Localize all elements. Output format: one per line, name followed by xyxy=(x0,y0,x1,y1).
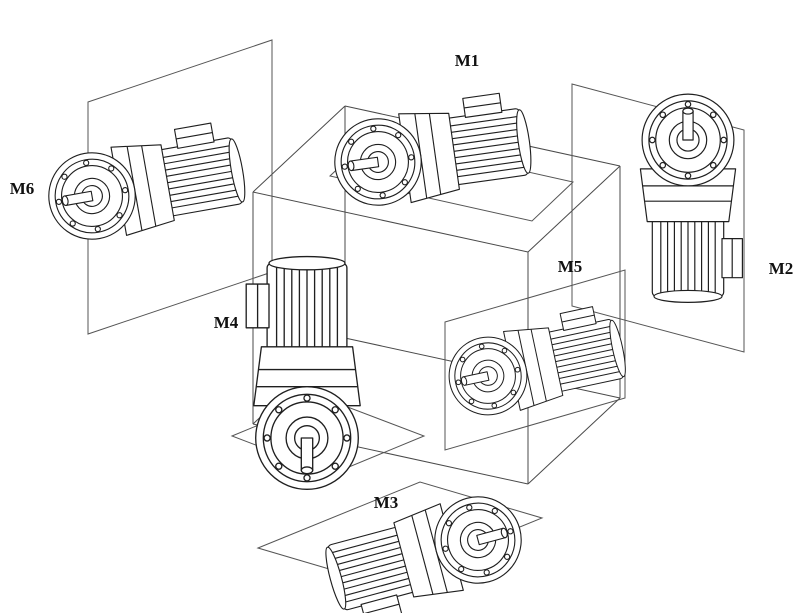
gearmotor-m3 xyxy=(318,484,534,613)
mounting-plane-m5 xyxy=(444,269,626,451)
label-m1: M1 xyxy=(455,51,480,70)
label-m2: M2 xyxy=(769,259,794,278)
gearmotor-m1 xyxy=(327,89,537,213)
label-m4: M4 xyxy=(214,313,239,332)
gearmotor-m2 xyxy=(639,93,743,303)
gearmotor-m5 xyxy=(439,301,632,425)
label-m3: M3 xyxy=(374,493,399,512)
label-m5: M5 xyxy=(558,257,583,276)
gearmotor-m4 xyxy=(245,255,361,490)
gearmotor-m6 xyxy=(40,118,251,249)
label-m6: M6 xyxy=(10,179,35,198)
